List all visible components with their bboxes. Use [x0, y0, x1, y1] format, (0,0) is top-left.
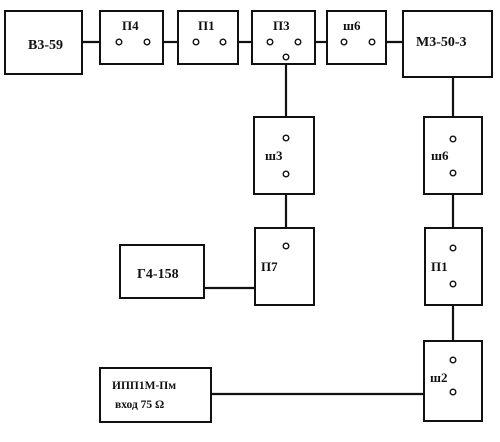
block-sh6-top-label: ш6	[343, 18, 361, 33]
block-p3-label: П3	[273, 18, 290, 33]
block-ipp1m-label-line2: вход 75 Ω	[115, 399, 164, 411]
contact-sh3-top	[282, 134, 290, 142]
block-p1-right-label: П1	[431, 259, 448, 274]
block-sh2-label: ш2	[430, 370, 447, 385]
block-ipp1m-label-line1: ИПП1М-Пм	[112, 380, 176, 392]
block-ipp1m: ИПП1М-Пм вход 75 Ω	[99, 367, 212, 423]
block-p7-label: П7	[261, 259, 278, 274]
contact-sh6-top-left	[340, 38, 348, 46]
block-m3-50-3-label: М3-50-3	[416, 35, 467, 50]
block-sh6-right-label: ш6	[431, 148, 449, 163]
block-p4: П4	[99, 10, 164, 65]
block-p7: П7	[254, 227, 315, 306]
contact-p3-left	[266, 38, 274, 46]
contact-p3-bottom	[282, 53, 290, 61]
contact-p4-left	[115, 38, 123, 46]
block-p4-label: П4	[122, 18, 139, 33]
block-v3-59: В3-59	[4, 10, 83, 75]
block-m3-50-3: М3-50-3	[402, 10, 493, 78]
contact-sh3-bottom	[282, 170, 290, 178]
contact-p1-top-left	[192, 38, 200, 46]
contact-p1-right-top	[449, 244, 457, 252]
block-sh3: ш3	[253, 116, 315, 195]
block-p1-right: П1	[424, 227, 483, 306]
block-g4-158: Г4-158	[119, 244, 205, 299]
contact-p3-right	[294, 38, 302, 46]
block-sh6-right: ш6	[423, 116, 483, 195]
contact-sh6-right-top	[449, 135, 457, 143]
wires	[82, 40, 455, 396]
contact-p4-right	[143, 38, 151, 46]
block-p1-top-label: П1	[198, 18, 215, 33]
block-v3-59-label: В3-59	[28, 38, 63, 53]
contact-sh6-top-right	[368, 38, 376, 46]
block-p3: П3	[251, 10, 316, 65]
contact-p1-top-right	[219, 38, 227, 46]
contact-p1-right-bottom	[449, 280, 457, 288]
block-sh3-label: ш3	[265, 148, 283, 163]
block-g4-158-label: Г4-158	[137, 267, 179, 282]
contacts	[115, 38, 457, 396]
block-sh2: ш2	[423, 340, 483, 422]
contact-sh6-right-bottom	[449, 169, 457, 177]
contact-sh2-bottom	[449, 388, 457, 396]
block-p1-top: П1	[177, 10, 239, 65]
contact-p7-top	[282, 242, 290, 250]
block-sh6-top: ш6	[326, 10, 387, 65]
contact-sh2-top	[449, 356, 457, 364]
